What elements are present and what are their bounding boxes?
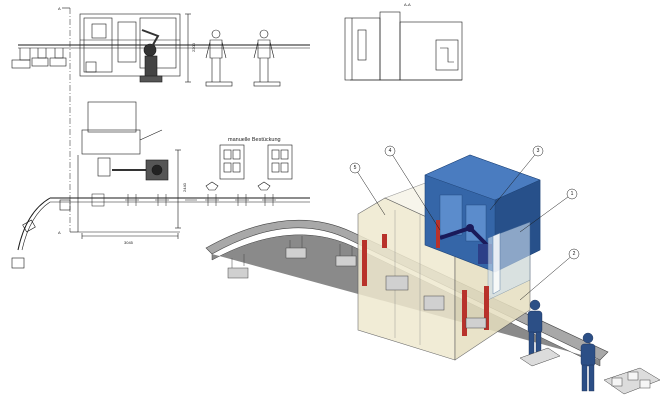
section-marker-bottom: A <box>58 230 61 235</box>
callout-2: 2 <box>573 251 576 257</box>
callout-3: 3 <box>537 148 540 154</box>
dimension-plan-width: 3045 <box>124 240 134 245</box>
callout-4: 4 <box>389 148 392 154</box>
plan-view <box>11 101 310 269</box>
dimension-elevation-height: 2200 <box>191 42 196 52</box>
human-figure-icon <box>580 332 596 392</box>
callout-5: 5 <box>354 165 357 171</box>
section-title: A-A <box>404 2 411 7</box>
conveyor-carrier-icon <box>11 48 67 69</box>
robot-arm-icon <box>139 29 163 83</box>
isometric-view <box>205 145 661 395</box>
elevation-view <box>11 7 310 232</box>
conveyor-carrier-icon <box>227 236 487 329</box>
section-marker-top: A <box>58 6 61 11</box>
callout-1: 1 <box>571 191 574 197</box>
human-figure-icon <box>253 29 275 82</box>
manual-loading-fixtures <box>219 144 293 180</box>
robot-arm-icon <box>112 159 169 181</box>
manual-loading-label: manuelle Bestückung <box>228 137 281 143</box>
dimension-plan-height: 2440 <box>182 182 187 192</box>
section-view-a-a <box>344 11 463 81</box>
human-figure-icon <box>527 299 543 359</box>
human-figure-icon <box>205 29 227 82</box>
